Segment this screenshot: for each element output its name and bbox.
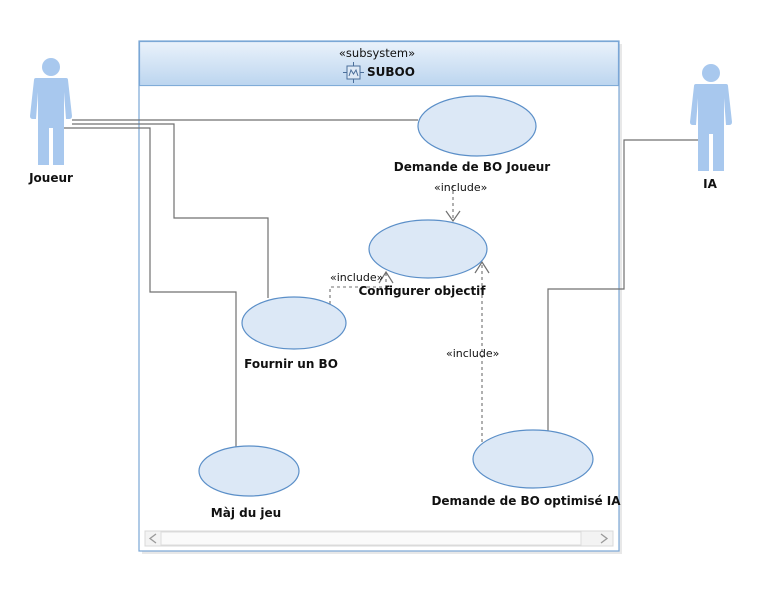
usecase-demande-bo-joueur[interactable] [417, 95, 537, 157]
subsystem-title: SUBOO [367, 65, 415, 79]
usecase-label-demande-bo-joueur: Demande de BO Joueur [394, 160, 551, 174]
assoc-ia-demande-bo-ia [547, 139, 702, 431]
usecase-demande-bo-ia[interactable] [472, 429, 594, 489]
actor-joueur-label: Joueur [28, 171, 73, 185]
associations [64, 119, 702, 447]
usecase-configurer-objectif[interactable] [368, 219, 488, 279]
usecase-label-configurer-objectif: Configurer objectif [358, 284, 486, 298]
actor-joueur-head [42, 58, 60, 76]
include-arrowheads [378, 210, 490, 284]
subsystem-stereotype: «subsystem» [339, 46, 415, 60]
subsystem-icon [343, 62, 364, 83]
scroll-left-icon[interactable] [148, 533, 157, 544]
actor-ia-label: IA [703, 177, 717, 191]
actor-ia-head [702, 64, 720, 82]
include-label-1: «include» [434, 181, 487, 194]
scroll-right-icon[interactable] [600, 533, 609, 544]
include-label-2: «include» [330, 271, 383, 284]
assoc-joueur-fournir-bo [72, 123, 269, 298]
include-fournir-configurer [329, 272, 387, 304]
assoc-joueur-maj-jeu [64, 127, 237, 447]
actor-ia-body [690, 84, 732, 171]
usecase-label-fournir-bo: Fournir un BO [244, 357, 338, 371]
actor-joueur[interactable] [30, 58, 72, 165]
subsystem-header [139, 41, 619, 87]
horizontal-scrollbar[interactable] [144, 530, 614, 547]
include-label-3: «include» [446, 347, 499, 360]
usecase-maj-jeu[interactable] [198, 445, 300, 497]
includes [329, 185, 483, 448]
scrollbar-thumb[interactable] [160, 531, 582, 546]
usecase-label-maj-jeu: Màj du jeu [211, 506, 281, 520]
actor-joueur-body [30, 78, 72, 165]
usecase-label-demande-bo-ia: Demande de BO optimisé IA [431, 494, 621, 508]
usecase-fournir-bo[interactable] [241, 296, 347, 350]
actor-ia[interactable] [690, 64, 732, 171]
